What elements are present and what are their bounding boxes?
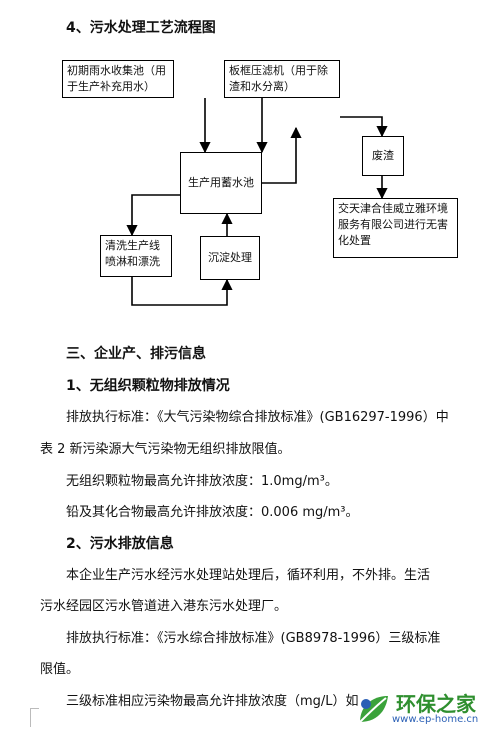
box-harmless-disposal: 交天津合佳威立雅环境服务有限公司进行无害化处置 xyxy=(333,198,458,258)
watermark-url: www.ep-home.cn xyxy=(392,714,479,725)
paragraph-particulate-limit: 无组织颗粒物最高允许排放浓度：1.0mg/m³。 xyxy=(66,474,338,489)
paragraph-discharge-standard-line-1: 排放执行标准：《污水综合排放标准》(GB8978-1996）三级标准 xyxy=(66,631,441,646)
box-waste-residue: 废渣 xyxy=(362,136,404,176)
arrow-storage-to-cleaning xyxy=(126,194,180,237)
paragraph-lead-limit: 铅及其化合物最高允许排放浓度：0.006 mg/m³。 xyxy=(66,505,359,520)
flow-connectors xyxy=(126,98,388,306)
arrow-storage-to-press xyxy=(262,126,302,184)
subsection-2-title: 2、污水排放信息 xyxy=(66,536,174,552)
paragraph-wastewater-line-2: 污水经园区污水管道进入港东污水处理厂。 xyxy=(40,599,288,614)
paragraph-standard-line-2: 表 2 新污染源大气污染物无组织排放限值。 xyxy=(40,442,291,457)
box-cleaning-spray-rinse: 清洗生产线喷淋和漂洗 xyxy=(100,235,172,277)
watermark-brand: 环保之家 xyxy=(396,692,476,716)
paragraph-standard-line-1: 排放执行标准：《大气污染物综合排放标准》(GB16297-1996）中 xyxy=(66,410,449,425)
subsection-1-title: 1、无组织颗粒物排放情况 xyxy=(66,378,230,394)
paragraph-discharge-standard-line-2: 限值。 xyxy=(40,662,80,677)
section-3-title: 三、企业产、排污信息 xyxy=(66,346,206,362)
paragraph-wastewater-line-1: 本企业生产污水经污水处理站处理后，循环利用，不外排。生活 xyxy=(66,568,431,583)
watermark: 环保之家 www.ep-home.cn xyxy=(352,686,492,733)
arrow-press-to-residue xyxy=(340,116,388,138)
page-corner-mark xyxy=(30,708,39,727)
box-production-storage-pool: 生产用蓄水池 xyxy=(180,152,262,214)
box-filter-press: 板框压滤机（用于除渣和水分离） xyxy=(224,60,340,98)
section-4-title: 4、污水处理工艺流程图 xyxy=(66,20,216,36)
arrow-cleaning-to-sedimentation xyxy=(131,277,233,306)
leaf-logo-icon xyxy=(359,696,388,723)
paragraph-grade-three-limits: 三级标准相应污染物最高允许排放浓度（mg/L）如 xyxy=(66,694,359,709)
box-sedimentation: 沉淀处理 xyxy=(200,236,260,280)
box-initial-rainwater-pool: 初期雨水收集池（用于生产补充用水） xyxy=(62,60,174,98)
